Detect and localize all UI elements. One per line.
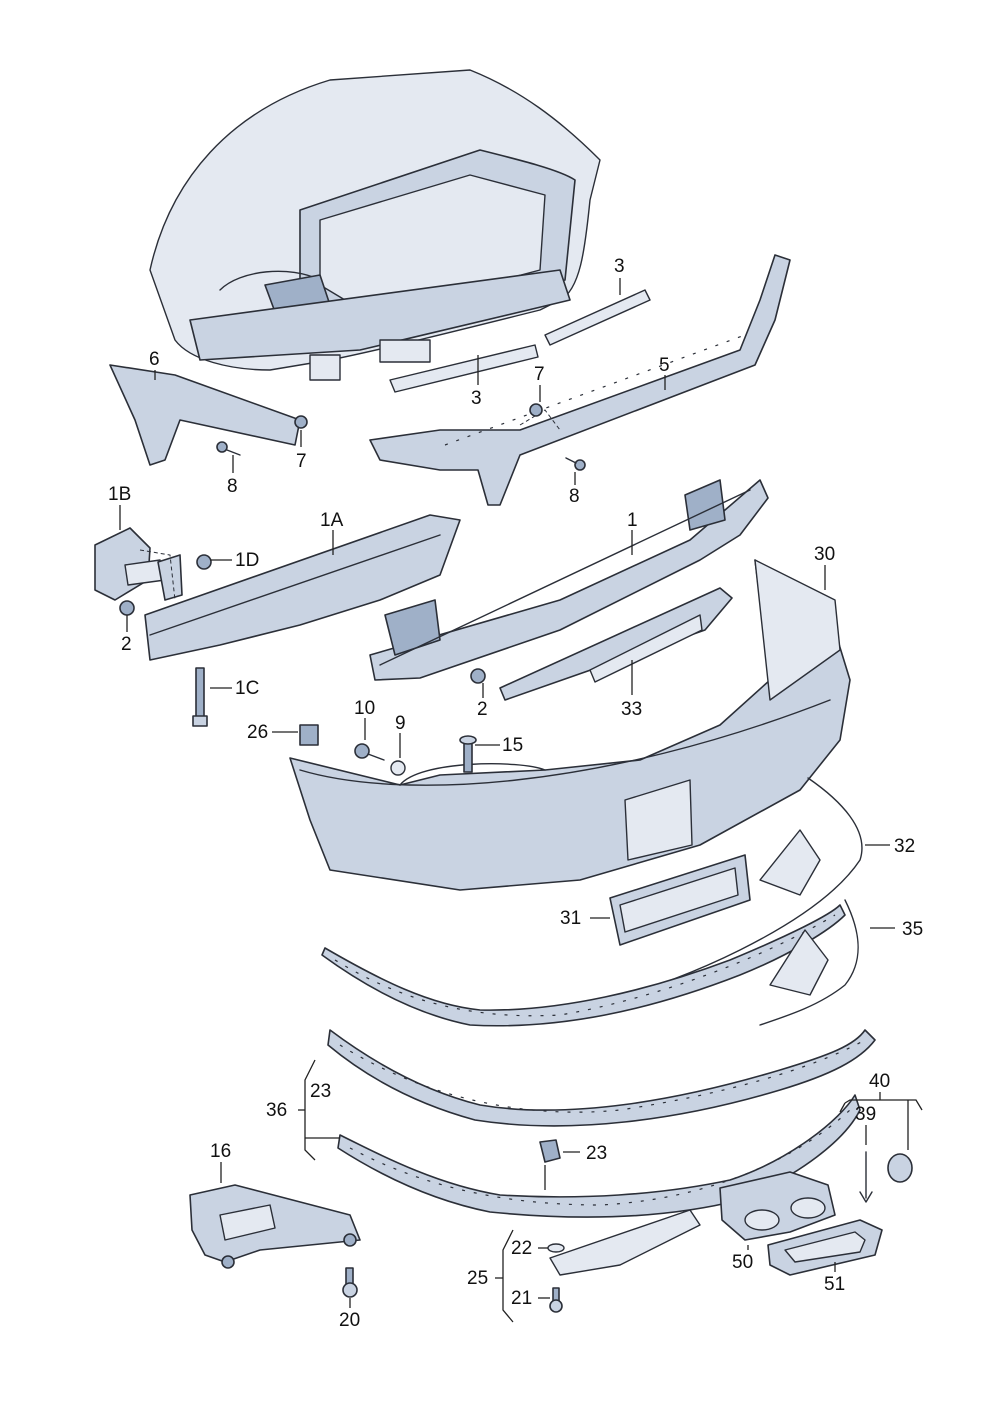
callout-1C: 1C [235, 678, 259, 699]
callout-2-center: 2 [477, 699, 488, 720]
part-3-upper-strip [544, 289, 651, 346]
callout-30: 30 [814, 544, 835, 565]
spoiler-rail-middle [327, 1029, 876, 1127]
nut-1D [196, 554, 212, 570]
callout-7-right: 7 [534, 364, 545, 385]
nut-2-center [470, 668, 486, 684]
car-rear-body [149, 69, 601, 381]
part-16-bracket [189, 1184, 361, 1269]
callout-31: 31 [560, 908, 581, 929]
callout-9: 9 [395, 713, 406, 734]
part-3-lower-strip [389, 344, 539, 393]
callout-26: 26 [247, 722, 268, 743]
callout-3-top: 3 [614, 256, 625, 277]
screw-7-left [294, 415, 308, 429]
screw-21 [549, 1287, 563, 1313]
leader-lines [119, 278, 923, 1323]
callout-8-left: 8 [227, 476, 238, 497]
part-5-carrier-ribs [444, 334, 746, 446]
part-35-trim-strip [759, 899, 859, 1026]
part-50-exhaust-tips [719, 1171, 836, 1241]
callout-1B: 1B [108, 484, 131, 505]
part-6-side-bracket [109, 364, 301, 466]
screw-10 [354, 743, 385, 761]
callout-23-bracket: 23 [310, 1081, 331, 1102]
nut-2-left [119, 600, 135, 616]
part-35-corner-piece [769, 929, 829, 996]
washer-9 [390, 760, 406, 776]
callout-40: 40 [869, 1071, 890, 1092]
part-1A-left-bar [144, 514, 461, 661]
callout-23-clip: 23 [586, 1143, 607, 1164]
callout-36: 36 [266, 1100, 287, 1121]
callout-16: 16 [210, 1141, 231, 1162]
part-1-left-bracket [384, 599, 441, 656]
callout-32: 32 [894, 836, 915, 857]
callout-20: 20 [339, 1310, 360, 1331]
part-5-dashed-guide [519, 409, 561, 431]
part-25-lower-bracket [549, 1209, 701, 1276]
washer-22 [547, 1243, 565, 1253]
part-1-right-bracket [684, 479, 726, 531]
spoiler-rail-upper [321, 904, 846, 1027]
callout-39: 39 [855, 1104, 876, 1125]
callout-21: 21 [511, 1288, 532, 1309]
callout-1D: 1D [235, 550, 259, 571]
callout-22: 22 [511, 1238, 532, 1259]
callout-50: 50 [732, 1252, 753, 1273]
part-1B-mount-plate [94, 527, 183, 601]
screw-8-left [216, 441, 241, 456]
callout-5: 5 [659, 355, 670, 376]
callout-33: 33 [621, 699, 642, 720]
bolt-1C [192, 667, 208, 727]
part-51-trim-frame [767, 1219, 883, 1276]
callout-1: 1 [627, 510, 638, 531]
part-39-pin [859, 1151, 873, 1203]
part-40-cap [887, 1153, 913, 1183]
callout-1A: 1A [320, 510, 344, 531]
part-33-reinforcement [499, 587, 733, 701]
callout-51: 51 [824, 1274, 845, 1295]
part-1-main-bar [369, 479, 769, 681]
callout-3-bottom: 3 [471, 388, 482, 409]
callout-35: 35 [902, 919, 923, 940]
screw-8-right [565, 457, 586, 471]
callout-8-right: 8 [569, 486, 580, 507]
clip-26 [299, 724, 319, 746]
screw-7-right [529, 403, 543, 417]
callout-15: 15 [502, 735, 523, 756]
part-5-carrier [369, 254, 791, 506]
part-32-corner-piece [759, 829, 821, 896]
callout-25: 25 [467, 1268, 488, 1289]
callout-2-left: 2 [121, 634, 132, 655]
screw-20 [342, 1267, 358, 1298]
clip-23 [539, 1139, 561, 1163]
callout-10: 10 [354, 698, 375, 719]
callout-7-left: 7 [296, 451, 307, 472]
part-30-bumper-cover [289, 559, 851, 891]
callout-6: 6 [149, 349, 160, 370]
bolt-15 [459, 735, 477, 773]
